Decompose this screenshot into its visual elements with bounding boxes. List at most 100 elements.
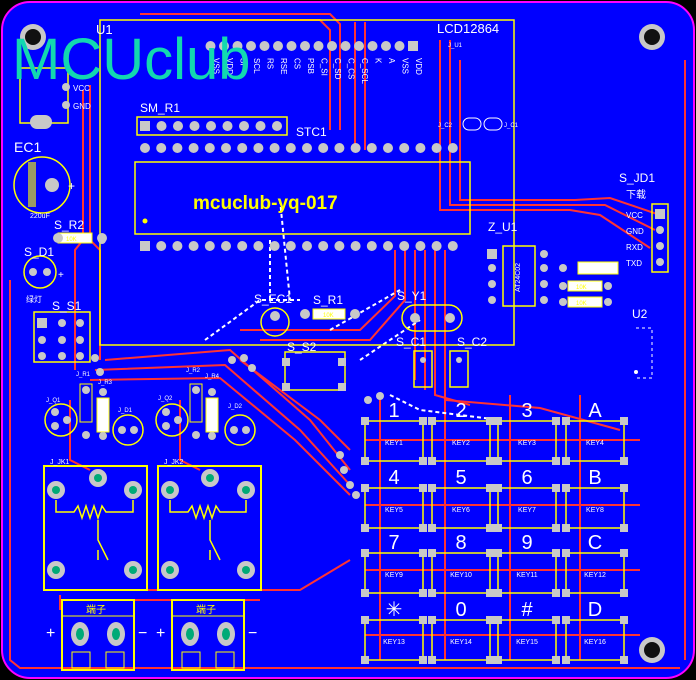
j-c1-cap [483, 117, 503, 131]
u2-outline [636, 327, 653, 379]
s-s1-switch [33, 311, 91, 363]
j-c2-label: J_C2 [438, 123, 453, 129]
z-u1-pads [487, 249, 548, 304]
lcd-pin-label: VSS [401, 58, 410, 74]
sm-r1-pad [189, 121, 200, 131]
lcd-pad [286, 41, 297, 51]
lcd-pin-label: K [374, 58, 383, 64]
key-label: 6 [521, 467, 532, 489]
s-d1-led [23, 255, 57, 289]
j-c1-label: J_C1 [504, 123, 519, 129]
key-ref-label: KEY11 [516, 572, 537, 579]
stc1-pad [221, 143, 231, 153]
terminal2-label: 端子 [196, 603, 216, 616]
key-label: A [588, 400, 602, 422]
resistor-value-b: 10K [576, 301, 587, 307]
terminal1-minus: − [138, 625, 147, 642]
stc1-pad [285, 143, 296, 153]
key-label: 3 [521, 400, 532, 422]
stc1-pad [188, 241, 199, 251]
stc1-pad [431, 241, 442, 251]
key-key15[interactable]: #KEY15 [494, 599, 560, 664]
stc1-pad [302, 143, 312, 153]
key-ref-label: KEY5 [385, 507, 403, 514]
jr4-label: J_R4 [205, 374, 220, 380]
key-ref-label: KEY8 [586, 507, 604, 514]
key-ref-label: KEY1 [385, 440, 403, 447]
lcd-pad [367, 41, 378, 51]
u1-outline [99, 19, 515, 346]
stc1-pad [383, 143, 393, 153]
s-r1-pad-b [350, 309, 360, 319]
key-label: 1 [388, 400, 399, 422]
s-c2-pad [456, 357, 462, 363]
resistor-body-a [567, 280, 603, 292]
stc1-pad [350, 143, 361, 153]
s-r1-value: 10K [323, 313, 334, 319]
power-gnd-label: GND [73, 102, 91, 111]
lcd-pad [354, 41, 364, 51]
stc1-pad [399, 143, 410, 153]
power-vcc-label: VCC [73, 84, 90, 93]
relay-jk2 [157, 465, 262, 591]
terminal2-plus: + [156, 625, 165, 642]
key-label: # [521, 599, 533, 621]
key-label: 4 [388, 467, 399, 489]
key-ref-label: KEY16 [584, 639, 606, 646]
jq2-label: J_Q2 [158, 396, 173, 402]
stc1-pad [431, 143, 442, 153]
s-ec1-capacitor [260, 307, 290, 337]
ec1-pad [45, 178, 59, 192]
key-ref-label: KEY6 [452, 507, 470, 514]
sm-r1-pad [222, 121, 233, 131]
jr2-label: J_R2 [186, 368, 201, 374]
jr3-label: J_R3 [98, 380, 113, 386]
key-key13[interactable]: ✳KEY13 [361, 599, 427, 664]
terminal2-minus: − [248, 625, 257, 642]
lcd-pin-label: C_CS [347, 58, 356, 79]
key-ref-label: KEY12 [584, 572, 606, 579]
ec1-capacitor [13, 156, 71, 214]
sm-r1-pad [156, 121, 167, 131]
z-u1-label: Z_U1 [488, 220, 518, 234]
stc1-pad [237, 143, 248, 153]
silkscreen-labels: U1 LCD12864 J_U1 SM_R1 STC1 EC1 220uF + … [14, 21, 655, 642]
lcd-pad [408, 41, 418, 51]
stc1-pad [447, 143, 458, 153]
jd2-label: J_D2 [228, 404, 243, 410]
sm-r1-pad [206, 121, 216, 131]
jd1-label: J_D1 [118, 408, 133, 414]
s-ec1-label: S_EC1 [254, 292, 292, 306]
s-c1-pad [420, 357, 426, 363]
s-s2-label: S_S2 [287, 340, 317, 354]
jk2-label: J_JK2 [164, 459, 184, 466]
j-c2-cap [462, 117, 482, 131]
j-c2-body [577, 261, 619, 275]
copper-traces [9, 13, 686, 669]
lcd-header-pads [205, 41, 418, 51]
right-resistor-pads [559, 264, 612, 306]
s-ec1-pad [270, 311, 280, 321]
jq1-label: J_Q1 [46, 398, 61, 404]
lcd-pad [327, 41, 337, 51]
ec1-value: 220uF [30, 213, 50, 220]
mcuclub-logo: MCUclub [12, 27, 251, 92]
lcd-pin-label: PSB [306, 58, 315, 74]
stc1-pad [172, 241, 183, 251]
s-d1-label: S_D1 [24, 245, 54, 259]
mounting-holes [20, 24, 665, 663]
